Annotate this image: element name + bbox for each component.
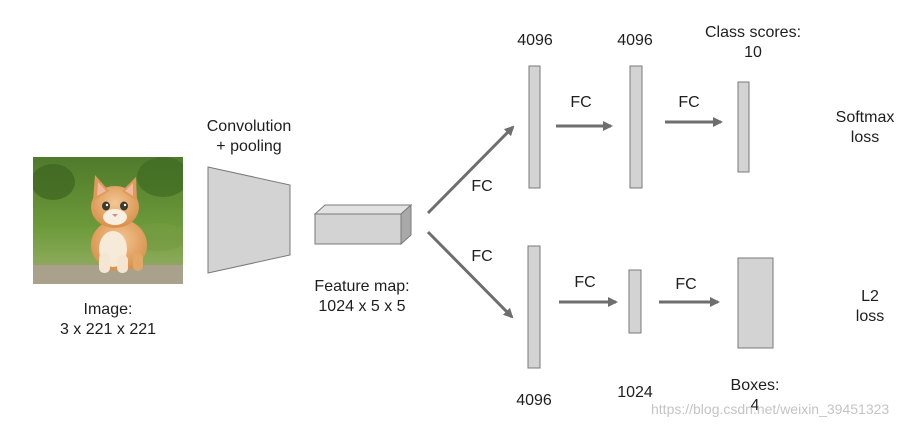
feature-map-label-line1: Feature map:: [314, 278, 410, 295]
feature-map-label: Feature map: 1024 x 5 x 5: [297, 277, 427, 317]
l2-loss-line2: loss: [855, 308, 885, 325]
softmax-loss-label: Softmax loss: [815, 108, 915, 148]
top-fc1-label: FC: [570, 94, 592, 111]
top-fc2-label: FC: [678, 94, 700, 111]
top-layer1-size: 4096: [517, 32, 553, 49]
bottom-split-fc-label: FC: [471, 248, 493, 265]
class-scores-label: Class scores: 10: [683, 23, 823, 63]
class-scores-label-line1: Class scores:: [704, 24, 802, 41]
softmax-loss-line2: loss: [850, 129, 880, 146]
image-label-line2: 3 x 221 x 221: [59, 321, 157, 338]
arrow-split-bottom: [426, 230, 514, 319]
conv-pooling-block: [207, 166, 291, 274]
feature-map-label-line2: 1024 x 5 x 5: [318, 298, 406, 315]
boxes-label: Boxes: 4: [705, 376, 805, 416]
bottom-fc1-label: FC: [574, 274, 596, 291]
boxes-label-line1: Boxes:: [730, 377, 780, 394]
boxes-layer: [737, 257, 774, 349]
top-layer2-size: 4096: [617, 32, 653, 49]
class-scores-label-line2: 10: [744, 44, 762, 61]
top-split-fc-label: FC: [471, 178, 493, 195]
bottom-fc-layer-1: [527, 245, 541, 369]
boxes-label-line2: 4: [750, 397, 760, 414]
image-label-line1: Image:: [83, 301, 133, 318]
feature-map-block: [313, 203, 413, 246]
softmax-loss-line1: Softmax: [835, 109, 895, 126]
bottom-layer2-size: 1024: [617, 384, 653, 401]
l2-loss-line1: L2: [861, 288, 879, 305]
conv-label-line2: + pooling: [216, 138, 282, 155]
image-label: Image: 3 x 221 x 221: [33, 300, 183, 340]
conv-label: Convolution + pooling: [189, 117, 309, 157]
kitten-photo: [33, 157, 183, 284]
l2-loss-label: L2 loss: [820, 287, 917, 327]
top-fc-layer-2: [629, 65, 643, 189]
bottom-fc-layer-2: [628, 269, 642, 334]
class-scores-layer: [737, 81, 750, 173]
bottom-layer1-size: 4096: [516, 392, 552, 409]
conv-label-line1: Convolution: [206, 118, 292, 135]
top-fc-layer-1: [528, 65, 541, 189]
watermark-text: https://blog.csdn.net/weixin_39451323: [651, 401, 890, 417]
bottom-fc2-label: FC: [675, 276, 697, 293]
arrow-split-top: [426, 125, 515, 215]
